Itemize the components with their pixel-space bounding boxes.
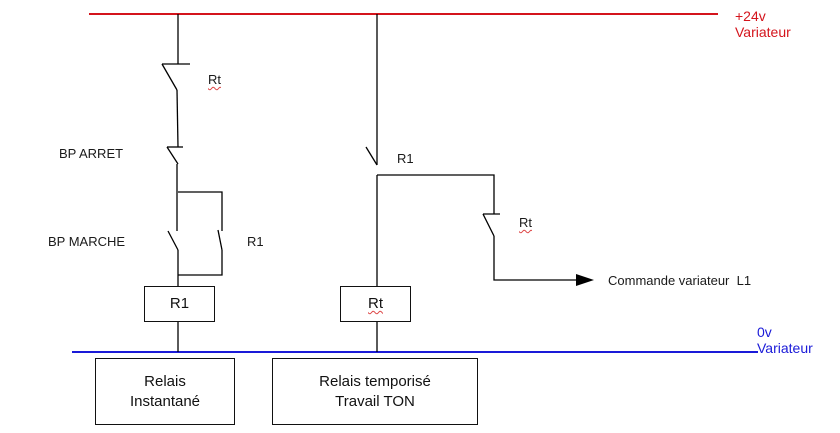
caption-relais-temporise: Relais temporisé Travail TON <box>272 358 478 425</box>
rung1-nc-contact-rt <box>161 63 190 91</box>
rung1-branch-top <box>178 191 223 231</box>
positive-rail-voltage: +24v <box>735 8 766 24</box>
rung2-output-wire <box>493 236 578 281</box>
coil-r1: R1 <box>144 286 215 322</box>
coil-r1-label: R1 <box>169 295 190 312</box>
coil-rt-label: Rt <box>368 295 383 312</box>
zero-rail-voltage: 0v <box>757 324 772 340</box>
caption-line1: Relais <box>144 372 186 390</box>
rung2-rt-label: Rt <box>519 215 532 230</box>
caption-relais-instantane: Relais Instantané <box>95 358 235 425</box>
caption-line1: Relais temporisé <box>319 372 431 390</box>
rung2-no-contact-r1 <box>365 146 378 166</box>
rung1-no-contact-bp-marche <box>167 230 179 251</box>
output-arrow-icon <box>576 274 594 286</box>
zero-rail-label: 0v Variateur <box>757 324 813 356</box>
rung2-nc-contact-rt <box>482 213 500 237</box>
rung1-rt-label: Rt <box>208 72 221 87</box>
bp-arret-label: BP ARRET <box>59 146 124 161</box>
rung1-branch-bottom <box>178 250 223 276</box>
self-hold-r1-label: R1 <box>247 234 264 249</box>
rung1-nc-contact-bp-arret <box>166 146 183 165</box>
coil-rt: Rt <box>340 286 411 322</box>
positive-rail-label: +24v Variateur <box>735 8 791 40</box>
rung1-wire-mid <box>176 89 179 148</box>
caption-line2: Travail TON <box>335 392 415 410</box>
output-label: Commande variateur L1 <box>608 273 752 288</box>
rung2-branch-wire <box>377 174 495 214</box>
rung1-no-contact-r1 <box>217 229 223 251</box>
zero-rail-name: Variateur <box>757 340 813 356</box>
bp-marche-label: BP MARCHE <box>48 234 126 249</box>
caption-line2: Instantané <box>129 392 201 410</box>
positive-rail-name: Variateur <box>735 24 791 40</box>
rung2-r1-label: R1 <box>397 151 414 166</box>
